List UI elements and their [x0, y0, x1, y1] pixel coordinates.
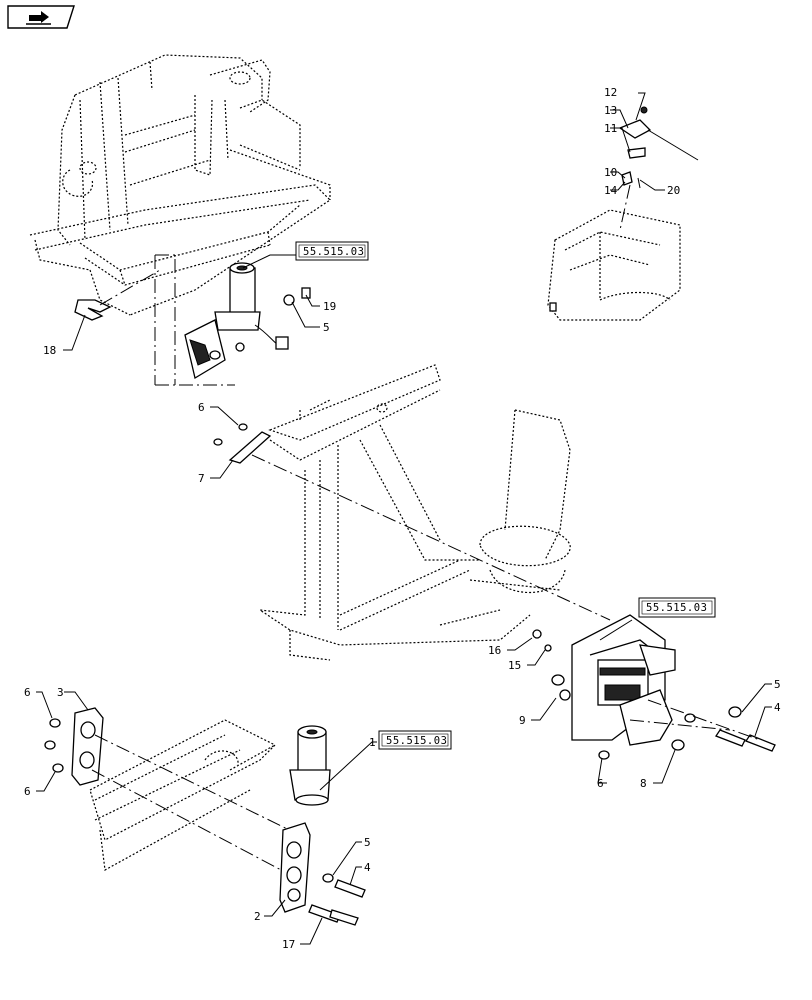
switch-assembly-detail [547, 106, 699, 321]
callout-6b: 6 [597, 777, 604, 790]
callout-6c: 6 [24, 686, 31, 699]
callout-17: 17 [282, 938, 295, 951]
callout-12: 12 [604, 86, 617, 99]
lower-pump-part-1 [289, 725, 331, 806]
callout-2: 2 [254, 910, 261, 923]
callout-4b: 4 [364, 861, 371, 874]
callout-9: 9 [519, 714, 526, 727]
u-bolt-part-18 [74, 269, 161, 321]
callout-7: 7 [198, 472, 205, 485]
reference-box-top[interactable]: 55.515.03 [295, 241, 369, 261]
callout-8: 8 [640, 777, 647, 790]
mounting-plate-part-3 [44, 707, 311, 881]
upper-frame-outline [29, 54, 331, 316]
center-frame-outline [259, 364, 571, 661]
leader-lines [36, 92, 772, 945]
callout-13: 13 [604, 104, 617, 117]
callout-5b: 5 [774, 678, 781, 691]
svg-text:55.515.03: 55.515.03 [303, 246, 364, 258]
callout-16: 16 [488, 644, 501, 657]
valve-block-assembly [532, 614, 776, 760]
callout-15: 15 [508, 659, 521, 672]
lower-beam-outline [89, 719, 277, 871]
svg-text:55.515.03: 55.515.03 [646, 602, 707, 614]
nav-button[interactable] [7, 5, 75, 29]
callout-3: 3 [57, 686, 64, 699]
callout-11: 11 [604, 122, 617, 135]
bracket-part-7 [213, 423, 611, 621]
callout-1: 1 [369, 736, 376, 749]
reference-box-bottom[interactable]: 55.515.03 [378, 730, 452, 750]
callout-10: 10 [604, 166, 617, 179]
reference-box-right[interactable]: 55.515.03 [638, 597, 716, 618]
callout-5c: 5 [364, 836, 371, 849]
callout-6a: 6 [198, 401, 205, 414]
callout-14: 14 [604, 184, 618, 197]
svg-text:55.515.03: 55.515.03 [386, 735, 447, 747]
callout-20: 20 [667, 184, 680, 197]
callout-5a: 5 [323, 321, 330, 334]
callout-6d: 6 [24, 785, 31, 798]
mounting-plate-part-2 [279, 822, 366, 926]
callout-numbers: 12 13 11 10 14 20 19 5 18 6 7 16 15 9 5 … [24, 86, 781, 951]
callout-18: 18 [43, 344, 56, 357]
callout-19: 19 [323, 300, 336, 313]
callout-4a: 4 [774, 701, 781, 714]
upper-pump-assembly [154, 254, 311, 386]
forward-arrow-icon [7, 5, 75, 29]
